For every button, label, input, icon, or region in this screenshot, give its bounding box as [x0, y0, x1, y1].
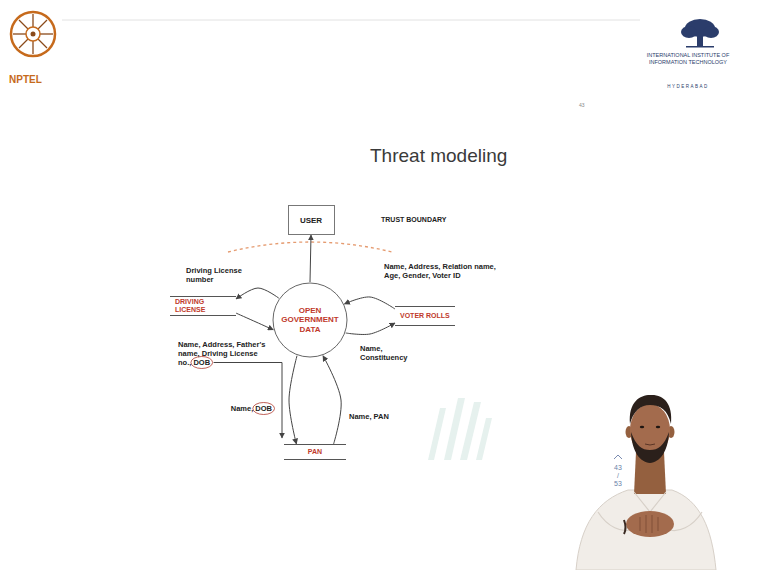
- node-text-group: PAN: [308, 448, 322, 456]
- flow-label-holder: Name, Address, Father's name, Driving Li…: [178, 340, 273, 367]
- data-store: DRIVING LICENSE: [170, 296, 236, 316]
- lecturer-video: [576, 395, 716, 570]
- lecturer-body: [576, 490, 716, 570]
- data-flow-arrow: [236, 313, 273, 330]
- lecturer-collar: [634, 492, 666, 512]
- node-text: USER: [300, 216, 322, 225]
- flow-label-holder: Name, Constituency: [360, 344, 420, 362]
- lecturer-beard: [631, 432, 669, 463]
- node-text-group: DRIVING LICENSE: [175, 298, 215, 314]
- slide-title: Threat modeling: [370, 145, 507, 167]
- lecturer-hands: [626, 511, 674, 537]
- flow-label-holder: Name, PAN: [349, 412, 399, 421]
- data-flow-arrow: [323, 356, 341, 444]
- flow-label: Name, DOB: [222, 404, 272, 413]
- watermark-bar: [476, 418, 492, 460]
- data-flow-arrow: [289, 356, 297, 444]
- nav-up: [614, 455, 622, 459]
- tree-ground: [686, 46, 714, 48]
- page-counter-holder: 53: [610, 480, 626, 487]
- logo-text: NPTEL: [9, 74, 42, 85]
- emblem-ring: [11, 12, 55, 56]
- emblem-center: [31, 32, 36, 37]
- trust-boundary: [228, 242, 392, 252]
- data-flow-arrow: [310, 235, 311, 282]
- boundary-label-holder: TRUST BOUNDARY: [381, 216, 446, 223]
- node-text: DRIVING LICENSE: [175, 298, 215, 314]
- data-flow-arrow: [346, 323, 395, 334]
- boundary-label: TRUST BOUNDARY: [381, 216, 446, 223]
- institute-name-holder: INTERNATIONAL INSTITUTE OF INFORMATION T…: [636, 52, 740, 66]
- header-rule: [62, 20, 640, 21]
- lecturer-fingers: [640, 515, 658, 533]
- institute-city: HYDERABAD: [636, 84, 740, 89]
- page-counter: /: [610, 472, 626, 479]
- node-text-group: VOTER ROLLS: [400, 312, 450, 320]
- lecturer-eye: [640, 426, 644, 429]
- dob-leader-line: [214, 363, 282, 439]
- flow-label: Name, Address, Father's name, Driving Li…: [178, 340, 273, 367]
- data-flow-arrow: [344, 297, 395, 309]
- flow-label-holder: Name, Address, Relation name, Age, Gende…: [384, 262, 499, 280]
- page-counter: 53: [610, 480, 626, 487]
- institute-name: INTERNATIONAL INSTITUTE OF INFORMATION T…: [636, 52, 740, 66]
- watermark-bar: [460, 402, 481, 460]
- data-store: PAN: [284, 444, 346, 460]
- emblem-spokes: [13, 14, 53, 54]
- watermark-bar: [428, 408, 446, 460]
- node-text: PAN: [308, 448, 322, 456]
- data-store: VOTER ROLLS: [395, 306, 455, 326]
- tree-canopy: [681, 26, 697, 38]
- flow-label-holder: Name, DOB: [222, 404, 272, 413]
- slide-number-holder: 43: [579, 102, 585, 108]
- lecturer-bracelet: [624, 520, 626, 534]
- slide-title-holder: Threat modeling: [370, 145, 507, 167]
- lecturer-hair: [630, 395, 671, 424]
- watermark-bar: [444, 398, 465, 460]
- emblem-hub: [26, 27, 40, 41]
- flow-label: Name, Constituency: [360, 344, 420, 362]
- node-text-group: USER: [300, 216, 322, 225]
- flow-label: Driving License number: [186, 266, 248, 284]
- page-counter-holder: 43: [610, 464, 626, 471]
- process-circle: OPEN GOVERNMENT DATA: [272, 282, 348, 358]
- page-counter-holder: /: [610, 472, 626, 479]
- node-text: OPEN GOVERNMENT DATA: [279, 306, 341, 334]
- page-counter: 43: [610, 464, 626, 471]
- node-text-group: OPEN GOVERNMENT DATA: [279, 306, 341, 334]
- external-entity-box: USER: [288, 205, 335, 235]
- lecturer-sleeve: [670, 512, 702, 530]
- flow-label-holder: Driving License number: [186, 266, 248, 284]
- flow-label: Name, Address, Relation name, Age, Gende…: [384, 262, 499, 280]
- process-outline: [273, 283, 347, 357]
- logo-text-holder: NPTEL: [9, 74, 42, 85]
- data-flow-arrow: [236, 288, 279, 299]
- institute-city-holder: HYDERABAD: [636, 84, 740, 89]
- iiit-tree-logo: [681, 19, 719, 48]
- flow-label: Name, PAN: [349, 412, 399, 421]
- watermark: [428, 398, 492, 460]
- lecturer-eye: [656, 426, 660, 429]
- nptel-emblem: [11, 12, 55, 56]
- node-text: VOTER ROLLS: [400, 312, 450, 320]
- lecturer-mouth: [645, 444, 655, 445]
- tree-canopy: [703, 26, 719, 38]
- slide-number: 43: [579, 102, 585, 108]
